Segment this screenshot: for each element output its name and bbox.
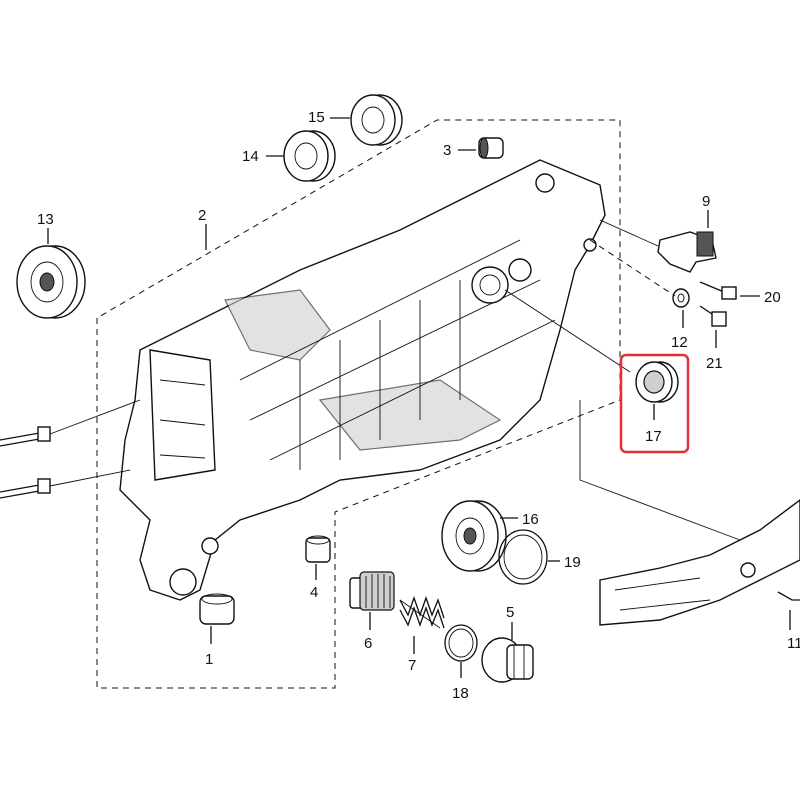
oil-seal-17 (504, 289, 679, 403)
highlight-box-17 (619, 353, 690, 454)
bearing-15 (350, 94, 403, 146)
studs (0, 399, 141, 499)
callout-12: 12 (671, 334, 688, 351)
circlip-19 (498, 529, 548, 585)
dowel-1 (199, 593, 235, 625)
bolt-20 (699, 281, 737, 300)
callout-14: 14 (242, 148, 259, 165)
callout-11: 11 (787, 635, 800, 652)
callout-13: 13 (37, 211, 54, 228)
dowel-3 (478, 137, 504, 159)
callout-2: 2 (198, 207, 206, 224)
dowel-4 (305, 535, 331, 563)
callout-6: 6 (364, 635, 372, 652)
callout-5: 5 (506, 604, 514, 621)
assembly-boundary (96, 119, 621, 689)
callout-19: 19 (564, 554, 581, 571)
callout-15: 15 (308, 109, 325, 126)
washer-12 (589, 239, 690, 308)
bearing-13 (16, 245, 86, 319)
callout-16: 16 (522, 511, 539, 528)
bolt-21 (699, 305, 727, 327)
bracket-11 (579, 400, 800, 626)
bearing-16 (441, 500, 507, 572)
callout-7: 7 (408, 657, 416, 674)
callout-1: 1 (205, 651, 213, 668)
callout-3: 3 (443, 142, 451, 159)
crankcase-housing (119, 159, 606, 601)
sensor-9 (599, 219, 717, 273)
bearing-14 (283, 130, 336, 182)
callout-20: 20 (764, 289, 781, 306)
callout-18: 18 (452, 685, 469, 702)
callout-4: 4 (310, 584, 318, 601)
o-ring-18 (444, 624, 478, 662)
callout-17: 17 (645, 428, 662, 445)
drain-plug-5 (481, 637, 534, 683)
callout-21: 21 (706, 355, 723, 372)
spring-7 (399, 596, 445, 629)
strainer-6 (349, 571, 395, 611)
callout-9: 9 (702, 193, 710, 210)
